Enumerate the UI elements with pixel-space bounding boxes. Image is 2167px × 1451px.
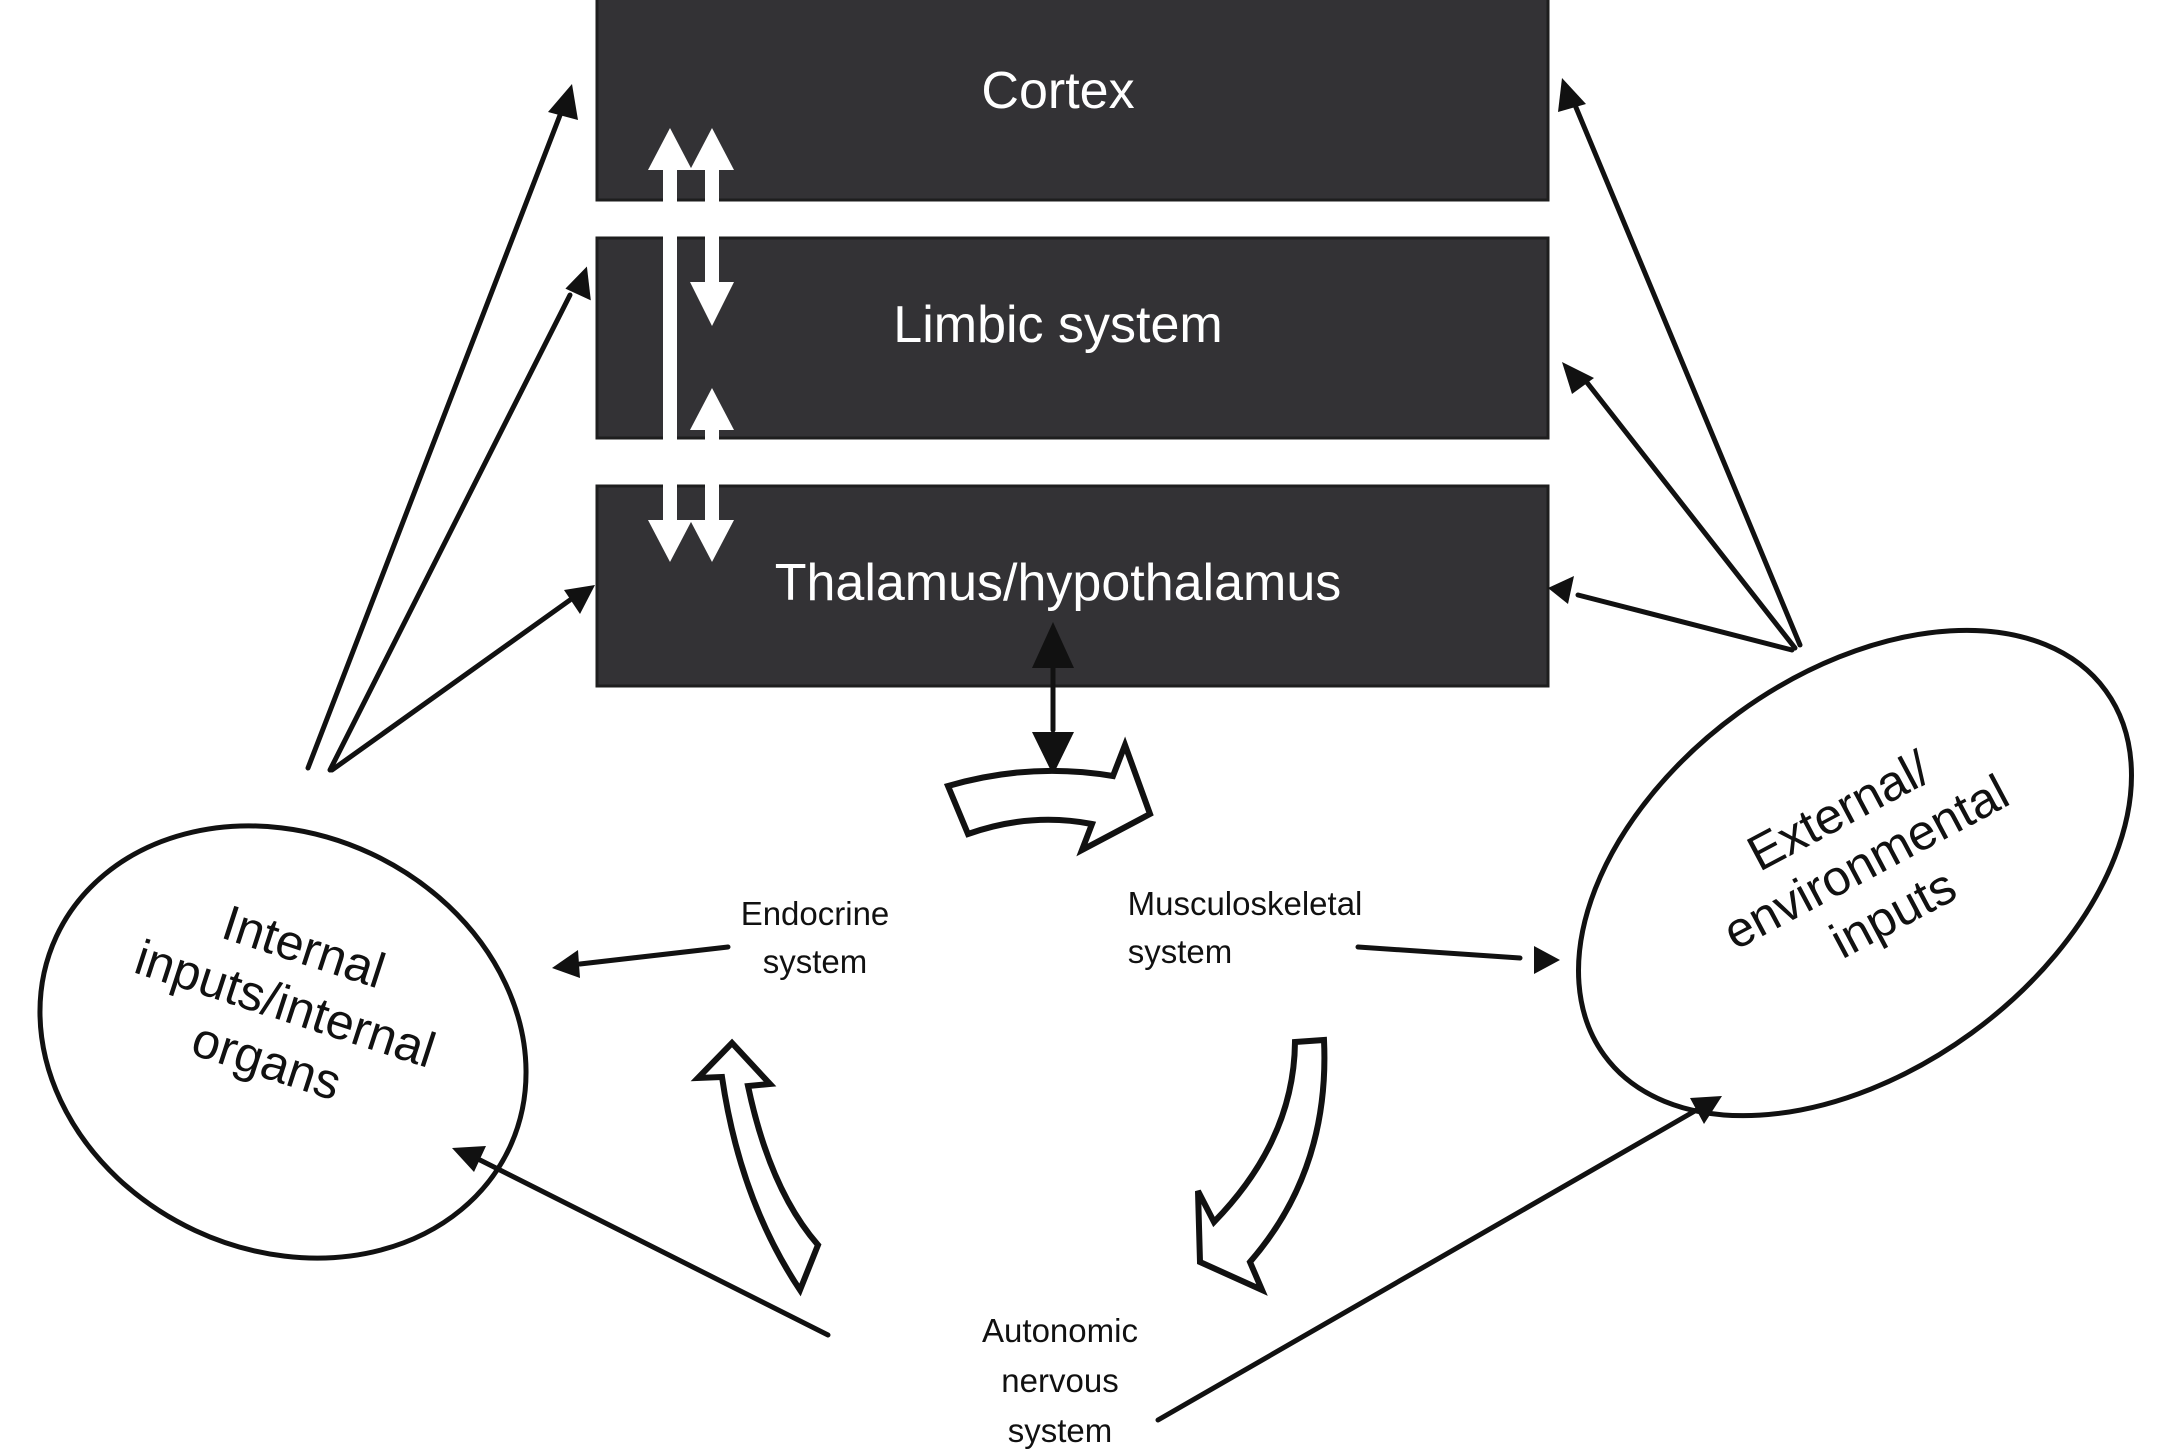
internal-to-thalamus-arrow [329, 585, 595, 773]
autonomic-nervous-system-node: Autonomic nervous system [982, 1312, 1138, 1449]
white-arrowhead-down-left [648, 520, 692, 562]
curved-block-arrow-autonomic-to-endocrine [690, 1038, 822, 1297]
autonomic-to-external-arrow [1155, 1096, 1722, 1423]
external-inputs-ellipse [1576, 627, 2134, 1119]
musculoskeletal-to-external-arrow [1355, 944, 1560, 974]
internal-to-cortex-arrow [305, 84, 578, 771]
arrowhead-up-thalamus [1032, 622, 1074, 668]
white-arrowhead-down-right-bottom [690, 520, 734, 562]
musculoskeletal-label-line2: system [1128, 933, 1233, 970]
autonomic-label-line2: nervous [1001, 1362, 1118, 1399]
cortex-box: Cortex [595, 0, 1550, 202]
white-arrows-right-column [690, 128, 734, 562]
curved-block-arrow-musculoskeletal-to-autonomic [1195, 1036, 1328, 1296]
musculoskeletal-label-line1: Musculoskeletal [1128, 885, 1363, 922]
endocrine-to-internal-arrow [552, 944, 731, 978]
external-to-thalamus-arrow [1548, 576, 1795, 653]
external-to-limbic-arrow [1562, 362, 1798, 651]
cortex-label: Cortex [981, 62, 1134, 120]
limbic-system-box: Limbic system [595, 236, 1550, 440]
white-arrowhead-down-right-mid [690, 282, 734, 326]
limbic-system-label: Limbic system [893, 296, 1222, 354]
arrowhead-down-thalamus [1032, 732, 1074, 775]
endocrine-label-line2: system [763, 943, 868, 980]
endocrine-system-node: Endocrine system [741, 895, 890, 980]
thalamus-hypothalamus-label: Thalamus/hypothalamus [775, 554, 1342, 612]
thalamus-bidirectional-arrow [1032, 622, 1074, 775]
autonomic-to-internal-arrow [452, 1146, 831, 1338]
external-to-cortex-arrow [1558, 78, 1803, 648]
external-inputs-node: External/ environmental inputs [1576, 627, 2134, 1119]
white-arrowhead-up-left [648, 128, 692, 170]
white-arrows-left-column [648, 128, 692, 562]
autonomic-label-line1: Autonomic [982, 1312, 1138, 1349]
autonomic-label-line3: system [1008, 1412, 1113, 1449]
white-arrowhead-up-right-top [690, 128, 734, 170]
thalamus-hypothalamus-box: Thalamus/hypothalamus [595, 484, 1550, 688]
musculoskeletal-system-node: Musculoskeletal system [1128, 885, 1363, 970]
white-arrowhead-up-right-mid [690, 388, 734, 430]
internal-inputs-ellipse [37, 823, 529, 1261]
internal-to-limbic-arrow [327, 266, 591, 773]
endocrine-label-line1: Endocrine [741, 895, 890, 932]
internal-inputs-node: Internal inputs/internal organs [37, 823, 529, 1261]
curved-block-arrow-top [943, 736, 1154, 857]
